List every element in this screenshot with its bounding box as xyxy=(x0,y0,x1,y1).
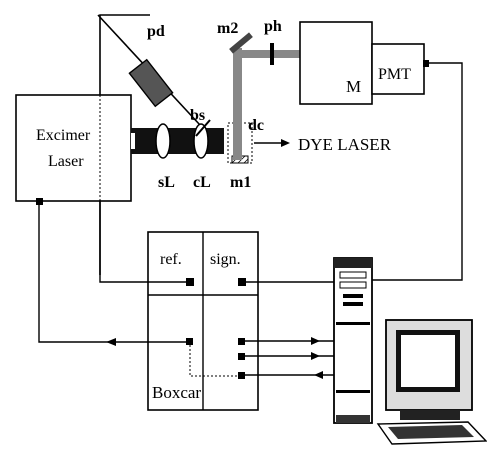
mirror-2 xyxy=(229,32,253,54)
cylindrical-lens-label: cL xyxy=(193,174,211,191)
dye-beam-vertical xyxy=(233,48,242,160)
ref-wire xyxy=(99,200,186,283)
beam-splitter xyxy=(195,119,211,137)
excimer-laser-label-1: Excimer xyxy=(36,127,91,144)
pmt-label: PMT xyxy=(378,66,411,83)
computer-monitor-icon xyxy=(385,319,473,420)
ref-port xyxy=(186,278,194,286)
cylindrical-lens xyxy=(193,123,209,159)
excimer-laser-box xyxy=(15,94,132,202)
excimer-laser-label-2: Laser xyxy=(48,153,84,170)
pinhole xyxy=(270,43,274,65)
boxcar-port-4 xyxy=(238,372,245,379)
boxcar-label: Boxcar xyxy=(152,383,201,402)
pmt-output-port xyxy=(423,60,429,67)
mirror-1-label: m1 xyxy=(230,174,251,191)
mirror-2-label: m2 xyxy=(217,20,238,37)
beam-splitter-label: bs xyxy=(190,107,205,124)
monochromator-box xyxy=(299,21,373,105)
boxcar-port-3 xyxy=(238,353,245,360)
monochromator-label: M xyxy=(346,77,361,96)
computer-tower-icon xyxy=(333,257,373,424)
pmt-box xyxy=(371,43,425,95)
beam-tube xyxy=(131,128,224,154)
spherical-lens xyxy=(155,123,171,159)
boxcar-sign-label: sign. xyxy=(210,251,241,268)
boxcar-ref-label: ref. xyxy=(160,251,182,268)
laser-trigger-port xyxy=(36,198,43,205)
dye-laser-label: DYE LASER xyxy=(298,135,392,154)
photodiode xyxy=(128,58,174,108)
computer-keyboard-icon xyxy=(376,421,487,445)
spherical-lens-label: sL xyxy=(158,174,175,191)
sign-port xyxy=(238,278,246,286)
trigger-wire xyxy=(38,205,186,343)
pmt-to-computer-wire xyxy=(340,62,463,281)
boxcar-port-2 xyxy=(238,338,245,345)
boxcar-port-1 xyxy=(186,338,193,345)
photodiode-label: pd xyxy=(147,23,165,40)
dye-cell-label: dc xyxy=(248,117,264,134)
pinhole-label: ph xyxy=(264,18,282,35)
